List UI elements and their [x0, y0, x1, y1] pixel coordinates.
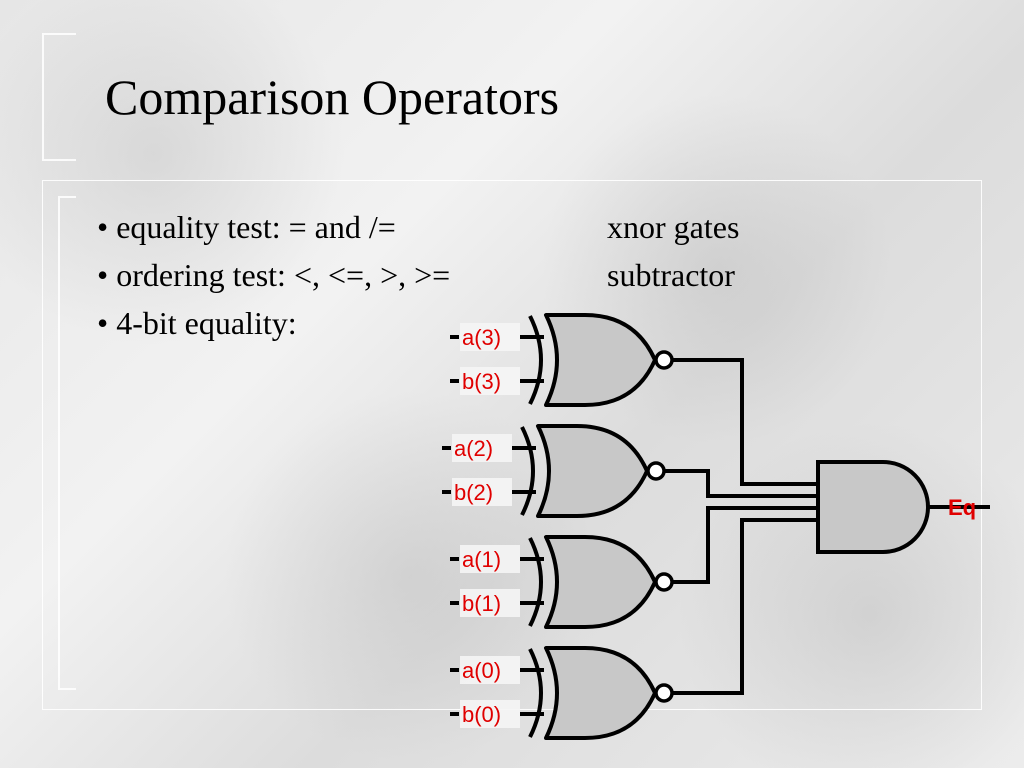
xnor-gate-input-curve — [528, 648, 543, 738]
xnor-gate-body — [536, 424, 649, 518]
and-gate — [816, 460, 930, 554]
input-label-b-3: b(0) — [462, 702, 501, 727]
input-label-a-1: a(2) — [454, 436, 493, 461]
and-gate-group: Eq — [816, 460, 990, 554]
xnor-gate-bubble — [654, 350, 674, 370]
xnor-gate-body — [544, 646, 657, 740]
input-label-background — [460, 700, 520, 728]
input-label-background — [460, 323, 520, 351]
bullet-equality-test: • equality test: = and /= — [97, 209, 396, 245]
input-label-b-1: b(2) — [454, 480, 493, 505]
input-label-background — [452, 434, 512, 462]
xnor-gate-1: a(2) b(2) — [442, 424, 666, 518]
input-label-b-2: b(1) — [462, 591, 501, 616]
xnor-gate-bubble — [654, 572, 674, 592]
output-label-eq: Eq — [948, 495, 976, 520]
xnor-output-wire-2 — [672, 506, 818, 584]
wires — [664, 358, 818, 695]
input-label-b-0: b(3) — [462, 369, 501, 394]
input-label-background — [460, 589, 520, 617]
slide-title: Comparison Operators — [105, 69, 560, 125]
xnor-gate-input-curve — [528, 315, 543, 405]
input-label-background — [460, 545, 520, 573]
input-label-a-0: a(3) — [462, 325, 501, 350]
xnor-gates: a(3) b(3) a(2) b(2) a(1) b(1) a(0) b(0) — [442, 313, 674, 740]
xnor-gate-body — [544, 535, 657, 629]
xnor-gate-input-curve — [520, 426, 535, 516]
input-label-a-3: a(0) — [462, 658, 501, 683]
title-frame-decoration — [42, 33, 76, 161]
xnor-output-wire-0 — [672, 358, 818, 486]
xnor-gate-bubble — [654, 683, 674, 703]
bullet-equality-note: xnor gates — [607, 209, 740, 245]
xnor-gate-3: a(0) b(0) — [450, 646, 674, 740]
input-label-background — [460, 367, 520, 395]
bullet-ordering-note: subtractor — [607, 257, 735, 293]
xnor-gate-2: a(1) b(1) — [450, 535, 674, 629]
bullet-ordering-test: • ordering test: <, <=, >, >= — [97, 257, 451, 293]
xnor-gate-0: a(3) b(3) — [450, 313, 674, 407]
bullet-4bit-equality: • 4-bit equality: — [97, 305, 297, 341]
xnor-gate-input-curve — [528, 537, 543, 627]
body-frame-inner-decoration — [58, 196, 76, 690]
input-label-a-2: a(1) — [462, 547, 501, 572]
xnor-output-wire-3 — [672, 518, 818, 695]
xnor-gate-body — [544, 313, 657, 407]
xnor-output-wire-1 — [664, 469, 818, 498]
input-label-background — [452, 478, 512, 506]
xnor-gate-bubble — [646, 461, 666, 481]
input-label-background — [460, 656, 520, 684]
